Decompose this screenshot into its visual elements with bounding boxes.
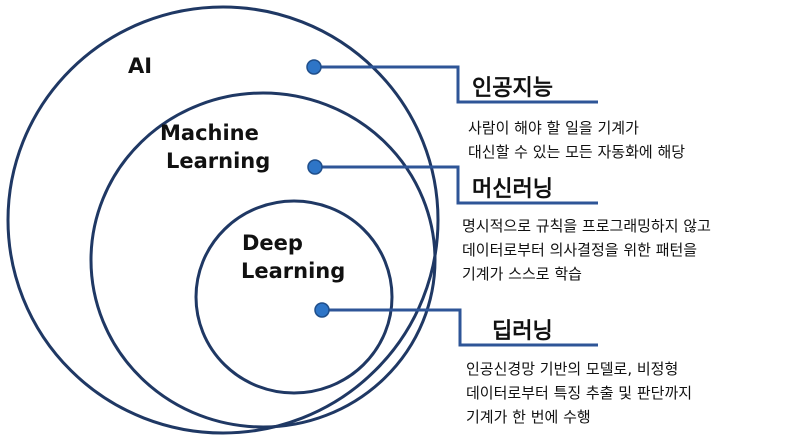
ml-connector <box>315 165 598 205</box>
machine-label: Machine <box>160 121 259 145</box>
ml-description: 명시적으로 규칙을 프로그래밍하지 않고 데이터로부터 의사결정을 위한 패턴을… <box>462 214 711 286</box>
description-line: 명시적으로 규칙을 프로그래밍하지 않고 <box>462 217 711 235</box>
learning-label-ml: Learning <box>166 149 270 173</box>
ml-heading: 머신러닝 <box>472 177 553 202</box>
ai-dot <box>306 59 322 75</box>
ml-dot <box>307 159 323 175</box>
description-line: 데이터로부터 의사결정을 위한 패턴을 <box>462 241 698 259</box>
deep-label: Deep <box>242 231 303 255</box>
ai-heading: 인공지능 <box>472 76 553 101</box>
ai-description: 사람이 해야 할 일을 기계가 대신할 수 있는 모든 자동화에 해당 <box>468 116 685 164</box>
description-line: 데이터로부터 특징 추출 및 판단까지 <box>466 384 693 402</box>
dl-heading: 딥러닝 <box>492 319 553 344</box>
description-line: 대신할 수 있는 모든 자동화에 해당 <box>468 143 686 161</box>
machine-learning-circle <box>89 91 437 429</box>
dl-description: 인공신경망 기반의 모델로, 비정형 데이터로부터 특징 추출 및 판단까지 기… <box>466 357 692 429</box>
ai-circle <box>6 5 440 435</box>
learning-label-dl: Learning <box>241 259 345 283</box>
ai-label: AI <box>128 54 152 78</box>
dl-dot <box>314 302 330 318</box>
description-line: 사람이 해야 할 일을 기계가 <box>468 119 639 137</box>
dl-connector <box>322 308 598 347</box>
description-line: 인공신경망 기반의 모델로, 비정형 <box>466 360 679 378</box>
description-line: 기계가 한 번에 수행 <box>466 408 591 426</box>
ai-connector <box>314 65 598 104</box>
deep-learning-circle <box>194 199 394 395</box>
description-line: 기계가 스스로 학습 <box>462 265 582 283</box>
